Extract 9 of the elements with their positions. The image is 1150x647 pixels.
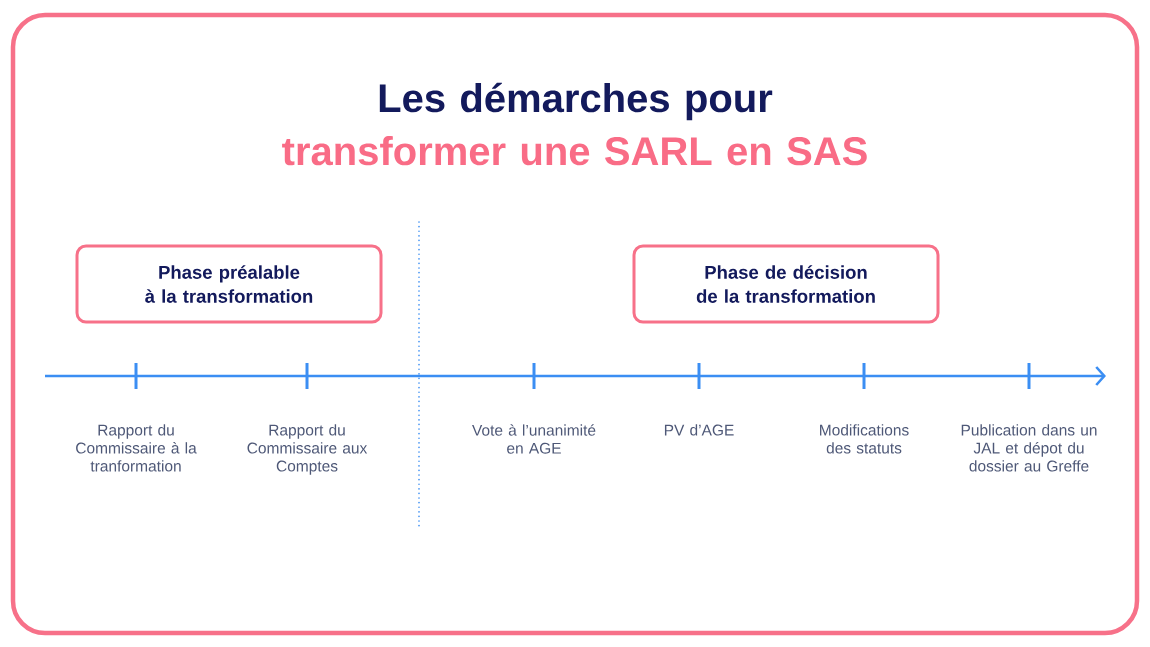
timeline-label: PV d’AGE <box>664 424 734 436</box>
timeline-label: Rapport du Commissaire à la tranformation <box>76 424 197 472</box>
timeline-label: Publication dans un JAL et dépot du dossier au Greffe <box>961 424 1097 472</box>
title: Les démarches pour transformer une SARL en SAS <box>282 82 867 166</box>
timeline-label: Vote à l’unanimité en AGE <box>472 424 596 454</box>
phase-box: Phase préalable à la transformation <box>75 244 383 324</box>
phase-box: Phase de décision de la transformation <box>632 244 940 324</box>
timeline-label: Modifications des statuts <box>820 424 909 454</box>
timeline-label: Rapport du Commissaire aux Comptes <box>247 424 368 475</box>
